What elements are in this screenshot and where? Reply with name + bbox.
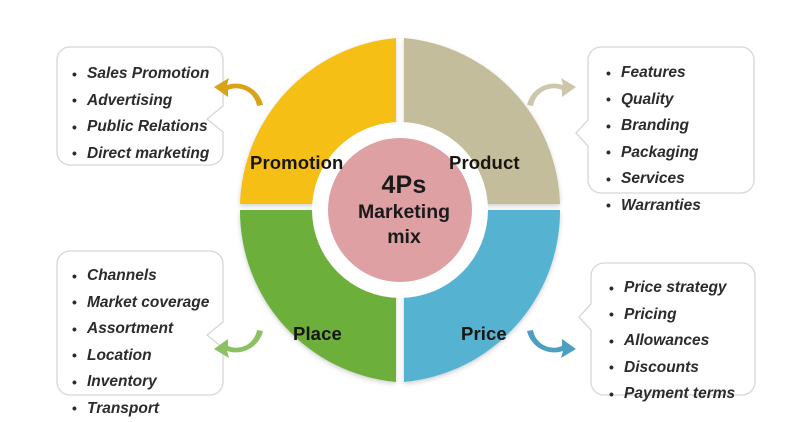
callout-list-place: Channels Market coverage Assortment Loca… bbox=[72, 263, 224, 422]
segment-label-price: Price bbox=[461, 323, 507, 345]
list-item: Price strategy bbox=[609, 275, 756, 302]
list-item: Sales Promotion bbox=[72, 61, 224, 88]
arrow-price bbox=[523, 326, 577, 360]
list-item: Channels bbox=[72, 263, 224, 290]
segment-label-place: Place bbox=[293, 323, 342, 345]
callout-list-promotion: Sales Promotion Advertising Public Relat… bbox=[72, 61, 224, 167]
list-item: Public Relations bbox=[72, 114, 224, 141]
center-line-3: mix bbox=[350, 225, 458, 250]
center-line-1: 4Ps bbox=[350, 170, 458, 200]
list-item: Discounts bbox=[609, 355, 756, 382]
arrow-glyph bbox=[527, 330, 576, 358]
list-item: Inventory bbox=[72, 369, 224, 396]
callout-box-promotion: Sales Promotion Advertising Public Relat… bbox=[56, 46, 224, 166]
callout-box-product: Features Quality Branding Packaging Serv… bbox=[575, 46, 755, 194]
list-item: Location bbox=[72, 343, 224, 370]
list-item: Branding bbox=[606, 113, 755, 140]
list-item: Direct marketing bbox=[72, 141, 224, 168]
donut-wheel: Promotion Product Place Price 4Ps Market… bbox=[234, 30, 566, 390]
arrow-glyph bbox=[527, 78, 576, 106]
segment-label-product: Product bbox=[449, 152, 520, 174]
list-item: Market coverage bbox=[72, 290, 224, 317]
callout-box-place: Channels Market coverage Assortment Loca… bbox=[56, 250, 224, 396]
list-item: Features bbox=[606, 60, 755, 87]
center-label: 4Ps Marketing mix bbox=[350, 170, 458, 250]
list-item: Advertising bbox=[72, 88, 224, 115]
segment-label-promotion: Promotion bbox=[250, 152, 343, 174]
list-item: Payment terms bbox=[609, 381, 756, 408]
center-line-2: Marketing bbox=[350, 200, 458, 225]
arrow-product bbox=[523, 76, 577, 110]
list-item: Pricing bbox=[609, 302, 756, 329]
callout-list-product: Features Quality Branding Packaging Serv… bbox=[606, 60, 755, 219]
list-item: Transport bbox=[72, 396, 224, 422]
callout-box-price: Price strategy Pricing Allowances Discou… bbox=[578, 262, 756, 396]
list-item: Packaging bbox=[606, 140, 755, 167]
callout-list-price: Price strategy Pricing Allowances Discou… bbox=[609, 275, 756, 408]
list-item: Warranties bbox=[606, 193, 755, 220]
list-item: Allowances bbox=[609, 328, 756, 355]
list-item: Services bbox=[606, 166, 755, 193]
list-item: Quality bbox=[606, 87, 755, 114]
list-item: Assortment bbox=[72, 316, 224, 343]
